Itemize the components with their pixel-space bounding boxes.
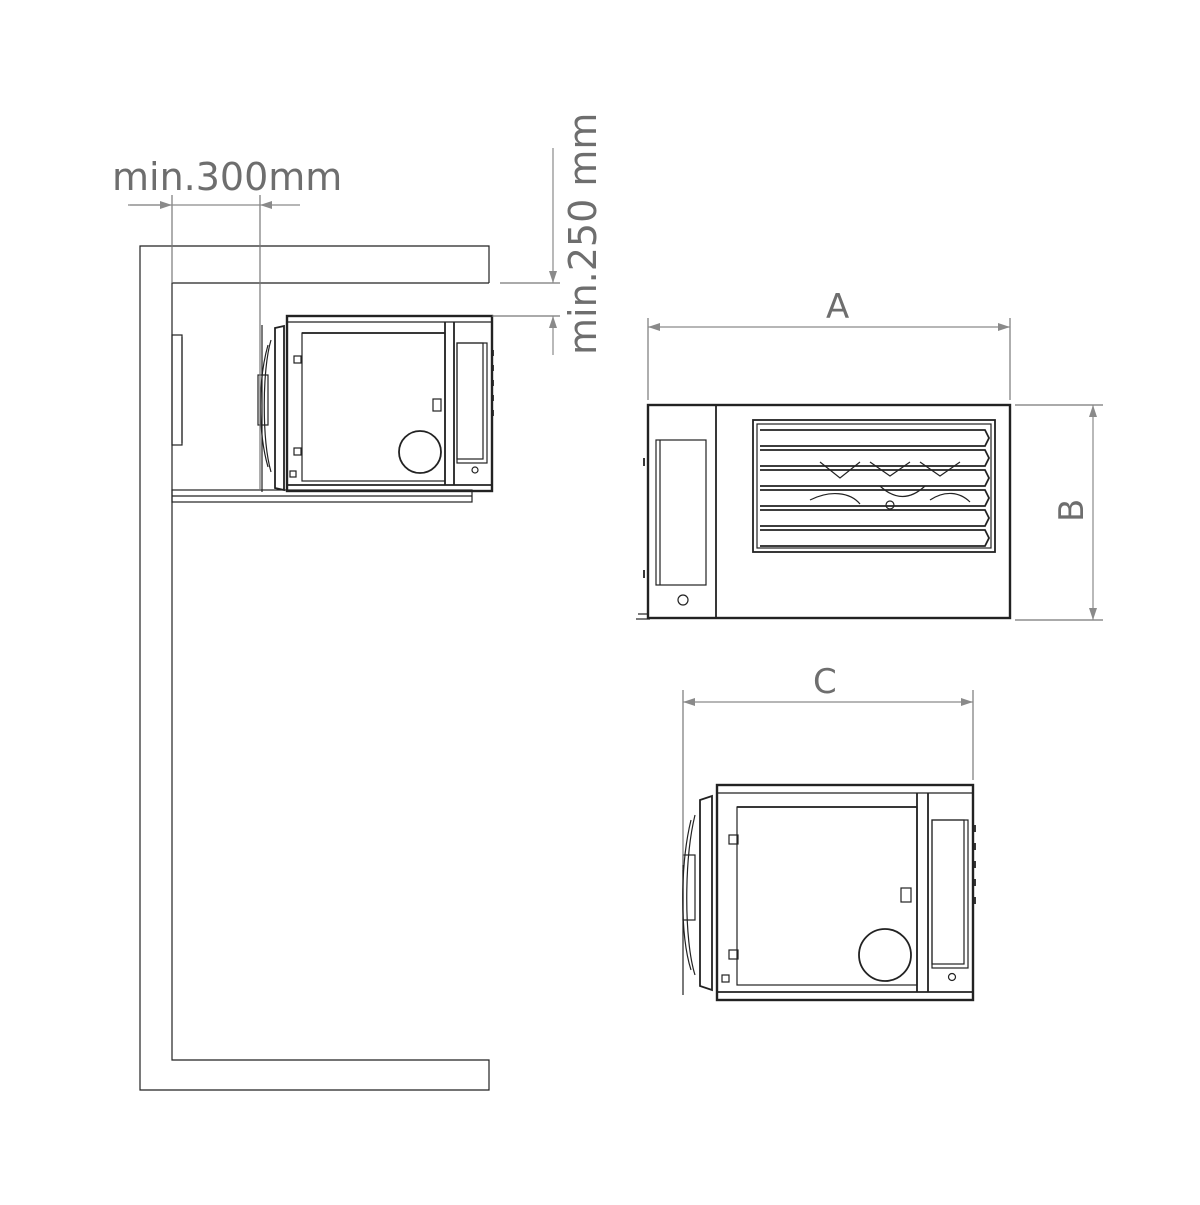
dimension-a: A [647, 287, 1011, 400]
dimension-b: B [1015, 404, 1103, 621]
mounted-unit-side-view [171, 314, 494, 503]
dimension-c: C [682, 662, 974, 865]
top-clearance-dimension: min.250 mm [492, 113, 605, 355]
side-clearance-dimension: min.300mm [112, 155, 342, 490]
dimension-a-label: A [826, 287, 849, 327]
unit-side-view [682, 783, 976, 1002]
side-clearance-label: min.300mm [112, 155, 342, 199]
dimension-b-label: B [1052, 499, 1092, 522]
top-clearance-label: min.250 mm [561, 113, 605, 355]
dimension-c-label: C [813, 662, 837, 702]
unit-front-view [636, 403, 1012, 620]
wall-ceiling-profile [139, 245, 490, 1091]
